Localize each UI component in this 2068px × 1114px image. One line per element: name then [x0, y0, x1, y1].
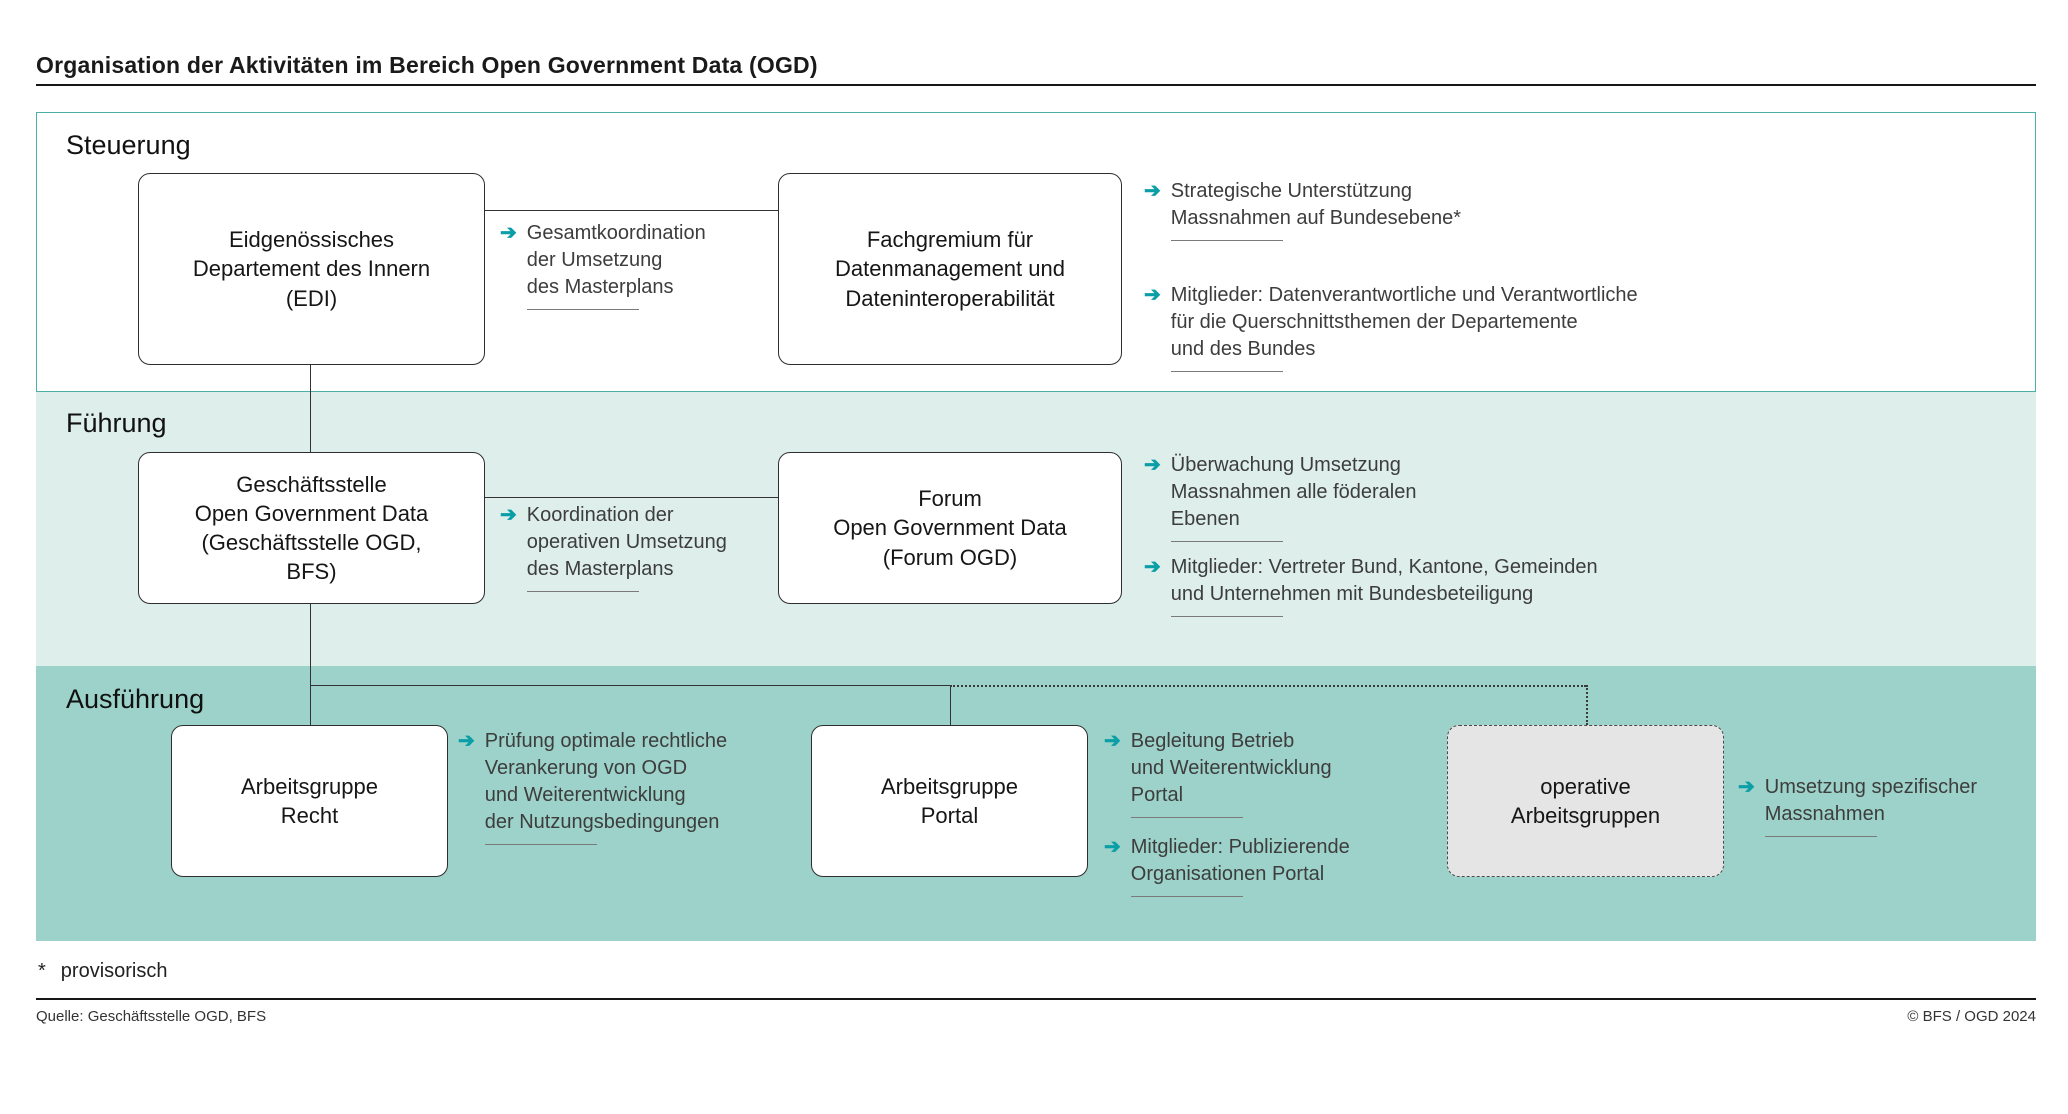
connector-geschaeftsstelle-recht: [310, 604, 311, 725]
box-forum: Forum Open Government Data (Forum OGD): [778, 452, 1122, 604]
arrow-icon: ➔: [1104, 730, 1121, 752]
bullet-operative-umsetzung: ➔ Umsetzung spezifischer Massnahmen: [1738, 774, 1977, 837]
bullet-underline: [1170, 371, 1283, 372]
bullet-text: Koordination der operativen Umsetzung de…: [526, 504, 727, 580]
box-operative-arbeitsgruppen: operative Arbeitsgruppen: [1447, 725, 1724, 877]
connector-ausfuehrung-horizontal: [310, 685, 950, 686]
bullet-text: Umsetzung spezifischer Massnahmen: [1764, 776, 1978, 825]
arrow-icon: ➔: [500, 504, 517, 526]
arrow-icon: ➔: [1144, 180, 1161, 202]
bullet-edi-koordination: ➔ Gesamtkoordination der Umsetzung des M…: [500, 220, 706, 310]
bullet-forum-mitglieder: ➔ Mitglieder: Vertreter Bund, Kantone, G…: [1144, 554, 1598, 617]
arrow-icon: ➔: [1144, 284, 1161, 306]
bullet-underline: [526, 309, 639, 310]
bullet-text: Prüfung optimale rechtliche Verankerung …: [484, 730, 728, 833]
footnote-marker: *: [38, 960, 46, 982]
connector-geschaeftsstelle-forum: [485, 497, 778, 498]
bullet-recht-pruefung: ➔ Prüfung optimale rechtliche Verankerun…: [458, 728, 727, 845]
footnote-text: provisorisch: [60, 960, 168, 982]
bullet-geschaeftsstelle-koordination: ➔ Koordination der operativen Umsetzung …: [500, 502, 727, 592]
connector-edi-fachgremium: [485, 210, 778, 211]
bullet-portal-mitglieder: ➔ Mitglieder: Publizierende Organisation…: [1104, 834, 1350, 897]
arrow-icon: ➔: [1738, 776, 1755, 798]
box-edi: Eidgenössisches Departement des Innern (…: [138, 173, 485, 365]
bullet-text: Überwachung Umsetzung Massnahmen alle fö…: [1170, 454, 1417, 530]
connector-dotted-horizontal: [950, 685, 1586, 687]
arrow-icon: ➔: [1144, 454, 1161, 476]
copyright-note: © BFS / OGD 2024: [1907, 1008, 2036, 1025]
bullet-portal-begleitung: ➔ Begleitung Betrieb und Weiterentwicklu…: [1104, 728, 1332, 818]
bullet-underline: [1130, 817, 1243, 818]
box-arbeitsgruppe-recht: Arbeitsgruppe Recht: [171, 725, 448, 877]
bullet-underline: [1170, 541, 1283, 542]
bullet-forum-ueberwachung: ➔ Überwachung Umsetzung Massnahmen alle …: [1144, 452, 1416, 542]
box-geschaeftsstelle: Geschäftsstelle Open Government Data (Ge…: [138, 452, 485, 604]
footer-divider: [36, 998, 2036, 1000]
connector-dotted-drop: [1586, 685, 1588, 725]
bullet-text: Mitglieder: Vertreter Bund, Kantone, Gem…: [1170, 556, 1598, 605]
source-note: Quelle: Geschäftsstelle OGD, BFS: [36, 1008, 267, 1025]
bullet-underline: [526, 591, 639, 592]
bullet-text: Mitglieder: Datenverantwortliche und Ver…: [1170, 284, 1638, 360]
connector-portal-drop: [950, 685, 951, 725]
bullet-text: Gesamtkoordination der Umsetzung des Mas…: [526, 222, 706, 298]
bullet-fachgremium-strategie: ➔ Strategische Unterstützung Massnahmen …: [1144, 178, 1461, 241]
bullet-underline: [1764, 836, 1877, 837]
bullet-underline: [1170, 616, 1283, 617]
arrow-icon: ➔: [1104, 836, 1121, 858]
connector-edi-geschaeftsstelle: [310, 365, 311, 452]
box-arbeitsgruppe-portal: Arbeitsgruppe Portal: [811, 725, 1088, 877]
band-label-ausfuehrung: Ausführung: [66, 684, 205, 714]
box-fachgremium: Fachgremium für Datenmanagement und Date…: [778, 173, 1122, 365]
band-label-steuerung: Steuerung: [66, 130, 191, 160]
arrow-icon: ➔: [1144, 556, 1161, 578]
arrow-icon: ➔: [500, 222, 517, 244]
band-label-fuehrung: Führung: [66, 408, 167, 438]
bullet-underline: [1130, 896, 1243, 897]
bullet-text: Begleitung Betrieb und Weiterentwicklung…: [1130, 730, 1332, 806]
bullet-text: Strategische Unterstützung Massnahmen au…: [1170, 180, 1461, 229]
bullet-fachgremium-mitglieder: ➔ Mitglieder: Datenverantwortliche und V…: [1144, 282, 1638, 372]
page-title: Organisation der Aktivitäten im Bereich …: [36, 52, 818, 78]
title-divider: [36, 84, 2036, 86]
footnote: * provisorisch: [38, 960, 168, 983]
arrow-icon: ➔: [458, 730, 475, 752]
bullet-underline: [1170, 240, 1283, 241]
bullet-text: Mitglieder: Publizierende Organisationen…: [1130, 836, 1350, 885]
bullet-underline: [484, 844, 597, 845]
